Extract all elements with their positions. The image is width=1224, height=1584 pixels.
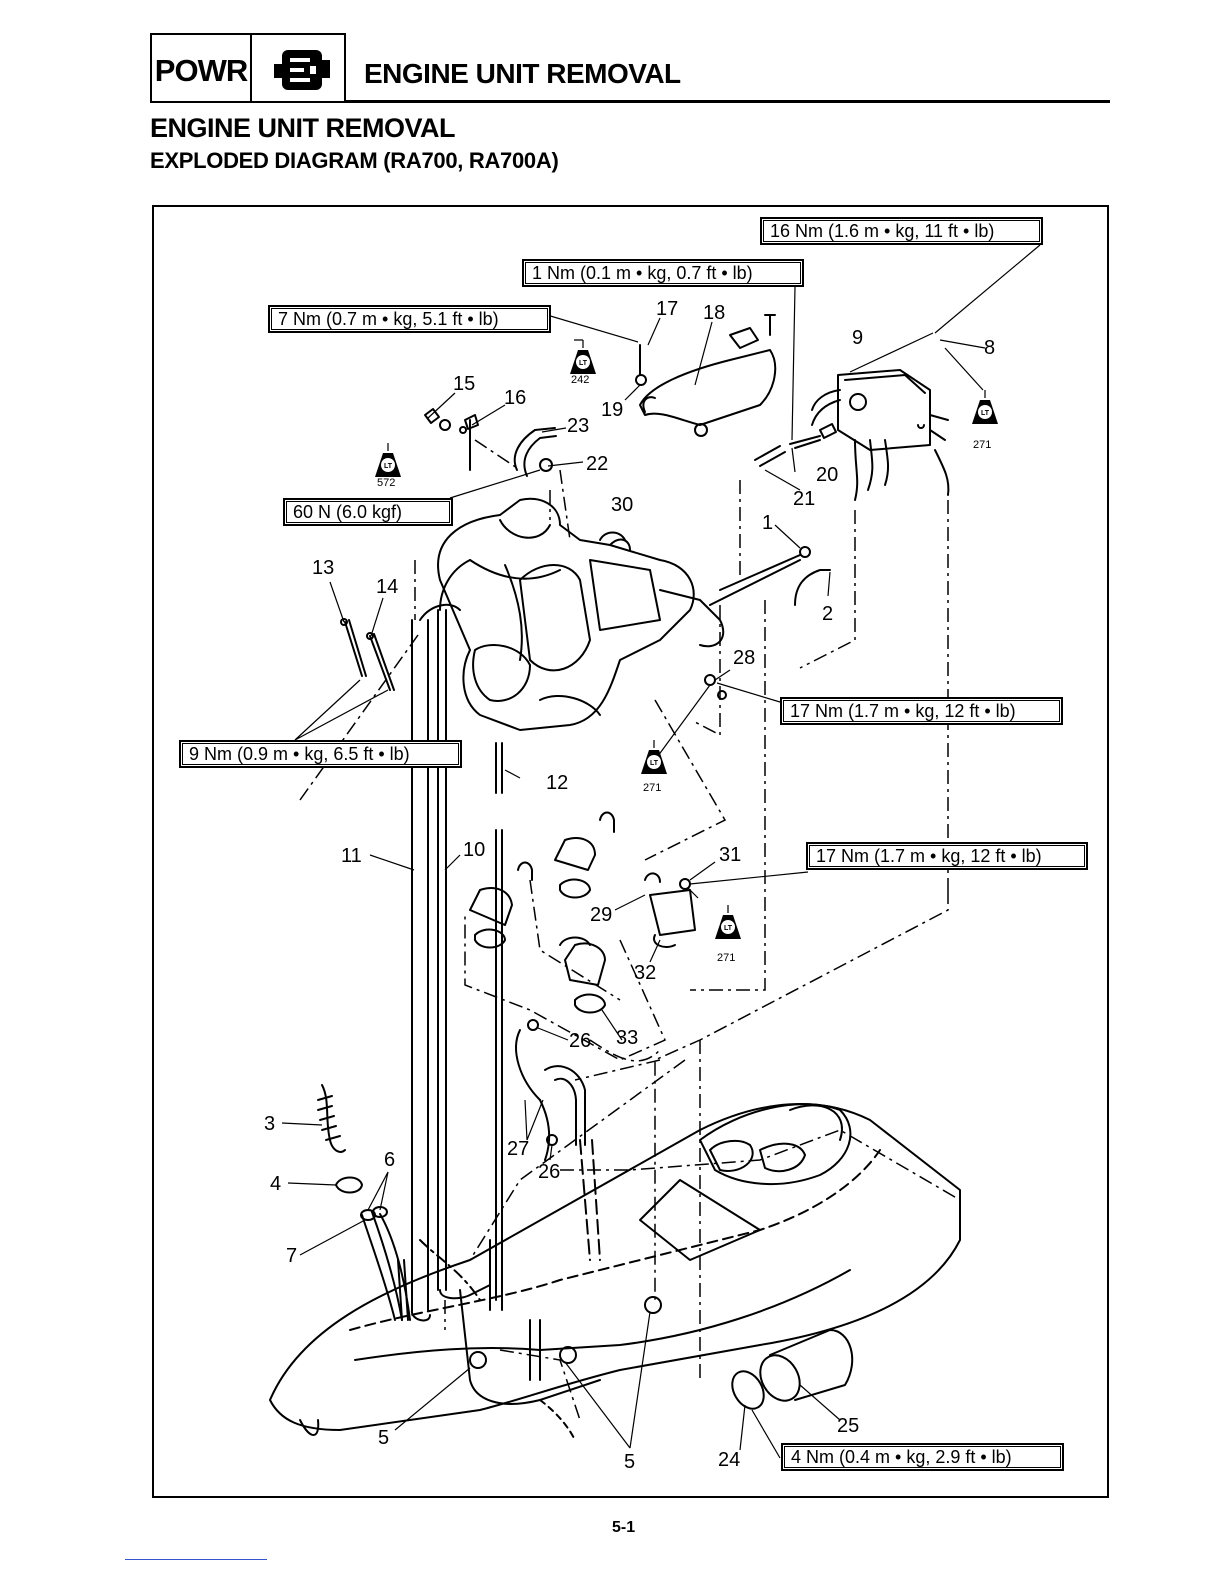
callout-22: 22 — [586, 453, 609, 475]
torque-spec-4nm: 4 Nm (0.4 m • kg, 2.9 ft • lb) — [781, 1443, 1064, 1471]
lt-code: 242 — [571, 374, 590, 386]
torque-spec-60n: 60 N (6.0 kgf) — [283, 498, 453, 526]
header-title: ENGINE UNIT REMOVAL — [364, 58, 681, 89]
header-rule — [346, 100, 1110, 103]
callout-12: 12 — [546, 772, 569, 794]
callout-32: 32 — [634, 962, 657, 984]
footer-rule — [125, 1559, 267, 1560]
lt-code: 271 — [643, 782, 662, 794]
callout-9: 9 — [852, 327, 864, 349]
callout-30: 30 — [611, 494, 634, 516]
callout-10: 10 — [463, 839, 486, 861]
lt-label: LT — [579, 360, 588, 367]
callout-19: 19 — [601, 399, 624, 421]
diagram-frame — [152, 205, 1109, 1498]
engine-block — [437, 497, 695, 731]
callout-23: 23 — [567, 415, 590, 437]
section-code: POWR — [152, 35, 252, 101]
callout-26: 26 — [538, 1161, 561, 1183]
lt-label: LT — [724, 925, 733, 932]
electrical-box — [837, 369, 931, 451]
torque-spec-17nm-a: 17 Nm (1.7 m • kg, 12 ft • lb) — [780, 697, 1063, 725]
callout-26: 26 — [569, 1030, 592, 1052]
callout-7: 7 — [286, 1245, 298, 1267]
torque-text: 1 Nm (0.1 m • kg, 0.7 ft • lb) — [532, 263, 753, 283]
callout-24: 24 — [718, 1449, 741, 1471]
callout-20: 20 — [816, 464, 839, 486]
callout-2: 2 — [822, 603, 834, 625]
callout-1: 1 — [762, 512, 774, 534]
torque-text: 4 Nm (0.4 m • kg, 2.9 ft • lb) — [791, 1447, 1012, 1467]
callout-11: 11 — [341, 845, 362, 867]
torque-text: 9 Nm (0.9 m • kg, 6.5 ft • lb) — [189, 744, 410, 764]
lt-label: LT — [384, 463, 393, 470]
muffler-cover — [639, 349, 777, 426]
callout-29: 29 — [590, 904, 613, 926]
callout-27: 27 — [507, 1138, 530, 1160]
callout-25: 25 — [837, 1415, 860, 1437]
torque-spec-7nm: 7 Nm (0.7 m • kg, 5.1 ft • lb) — [268, 305, 551, 333]
callout-13: 13 — [312, 557, 335, 579]
loctite-drop-icon — [375, 339, 998, 939]
torque-text: 7 Nm (0.7 m • kg, 5.1 ft • lb) — [278, 309, 499, 329]
callout-31: 31 — [719, 844, 742, 866]
lt-label: LT — [981, 410, 990, 417]
torque-spec-1nm: 1 Nm (0.1 m • kg, 0.7 ft • lb) — [522, 259, 804, 287]
seat-well — [699, 1103, 852, 1185]
callout-33: 33 — [616, 1027, 639, 1049]
callout-17: 17 — [656, 298, 679, 320]
lt-code: 271 — [973, 439, 992, 451]
torque-text: 16 Nm (1.6 m • kg, 11 ft • lb) — [770, 221, 995, 241]
callout-3: 3 — [264, 1113, 276, 1135]
callout-28: 28 — [733, 647, 756, 669]
torque-text: 17 Nm (1.7 m • kg, 12 ft • lb) — [790, 701, 1016, 721]
engine-icon — [274, 50, 330, 90]
callout-6: 6 — [384, 1149, 396, 1171]
callout-5: 5 — [624, 1451, 636, 1473]
page-number: 5-1 — [612, 1519, 636, 1536]
lt-code: 572 — [377, 477, 396, 489]
callout-4: 4 — [270, 1173, 282, 1195]
callout-15: 15 — [453, 373, 476, 395]
callout-8: 8 — [984, 337, 996, 359]
section-tab: POWR — [150, 33, 346, 103]
torque-spec-9nm: 9 Nm (0.9 m • kg, 6.5 ft • lb) — [179, 740, 462, 768]
lt-code: 271 — [717, 952, 736, 964]
page-title: ENGINE UNIT REMOVAL — [150, 113, 456, 143]
torque-text: 60 N (6.0 kgf) — [293, 502, 403, 522]
lt-label: LT — [650, 760, 659, 767]
torque-spec-17nm-b: 17 Nm (1.7 m • kg, 12 ft • lb) — [806, 842, 1088, 870]
rod-1 — [719, 554, 801, 591]
callout-14: 14 — [376, 576, 399, 598]
callout-5: 5 — [378, 1427, 390, 1449]
diagram-title: EXPLODED DIAGRAM (RA700, RA700A) — [150, 148, 559, 173]
callout-21: 21 — [793, 488, 816, 510]
torque-text: 17 Nm (1.7 m • kg, 12 ft • lb) — [816, 846, 1042, 866]
torque-spec-16nm: 16 Nm (1.6 m • kg, 11 ft • lb) — [760, 217, 1043, 245]
callout-16: 16 — [504, 387, 527, 409]
callout-18: 18 — [703, 302, 726, 324]
